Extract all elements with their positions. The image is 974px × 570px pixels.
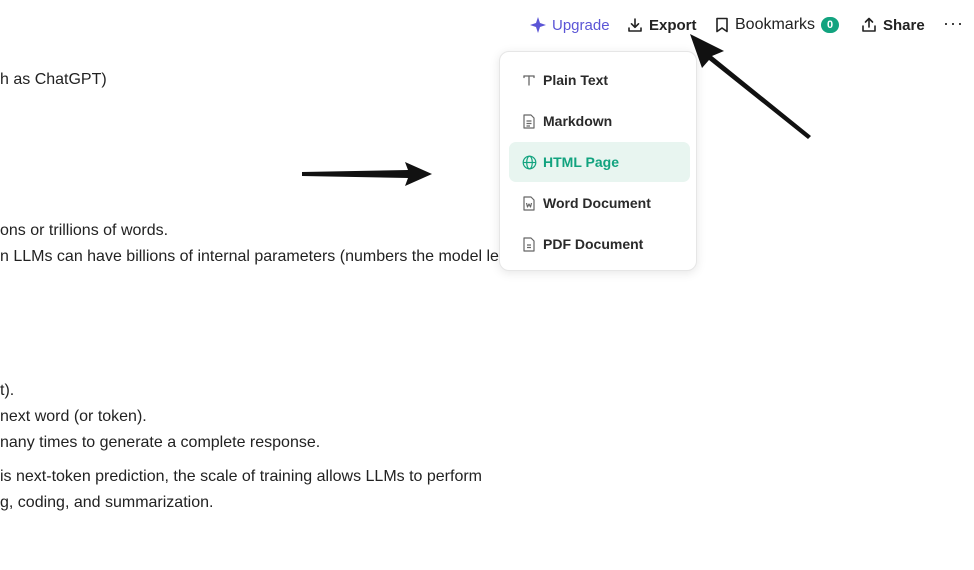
bookmarks-button[interactable]: Bookmarks 0 (715, 14, 840, 36)
document-icon (521, 195, 537, 211)
sparkle-icon (530, 17, 546, 33)
export-html-page-item[interactable]: HTML Page (509, 142, 690, 182)
more-options-button[interactable]: ··· (943, 12, 964, 34)
text-t-icon (521, 72, 537, 88)
content-line: ons or trillions of words. (0, 222, 169, 239)
bookmarks-label: Bookmarks (735, 16, 816, 33)
export-pdf-document-item[interactable]: PDF Document (509, 224, 690, 264)
share-button[interactable]: Share (861, 14, 925, 36)
menu-item-label: Word Document (543, 195, 651, 211)
top-toolbar: Upgrade Export Bookmarks 0 Share ··· (0, 0, 974, 50)
download-icon (627, 17, 643, 33)
export-button[interactable]: Export (627, 14, 697, 36)
export-menu: Plain Text Markdown HTML Page Word Docum… (499, 51, 697, 271)
content-line: g, coding, and summarization. (0, 494, 214, 511)
menu-item-label: HTML Page (543, 154, 619, 170)
bookmarks-count-badge: 0 (821, 17, 840, 33)
content-line: nany times to generate a complete respon… (0, 434, 321, 451)
export-label: Export (649, 16, 697, 34)
menu-item-label: Plain Text (543, 72, 609, 88)
more-icon: ··· (943, 12, 964, 33)
content-line: h as ChatGPT) (0, 71, 107, 88)
content-line: n LLMs can have billions of internal par… (0, 248, 508, 265)
upgrade-button[interactable]: Upgrade (530, 14, 610, 36)
upgrade-label: Upgrade (552, 16, 610, 34)
document-icon (521, 236, 537, 252)
content-line: next word (or token). (0, 408, 147, 425)
export-markdown-item[interactable]: Markdown (509, 101, 690, 141)
bookmark-icon (715, 17, 729, 33)
content-line: t). (0, 382, 15, 399)
share-icon (861, 17, 877, 33)
document-icon (521, 113, 537, 129)
menu-item-label: Markdown (543, 113, 613, 129)
export-word-document-item[interactable]: Word Document (509, 183, 690, 223)
content-line: is next-token prediction, the scale of t… (0, 468, 483, 485)
share-label: Share (883, 16, 925, 34)
menu-item-label: PDF Document (543, 236, 644, 252)
globe-icon (521, 154, 537, 170)
export-plain-text-item[interactable]: Plain Text (509, 60, 690, 100)
